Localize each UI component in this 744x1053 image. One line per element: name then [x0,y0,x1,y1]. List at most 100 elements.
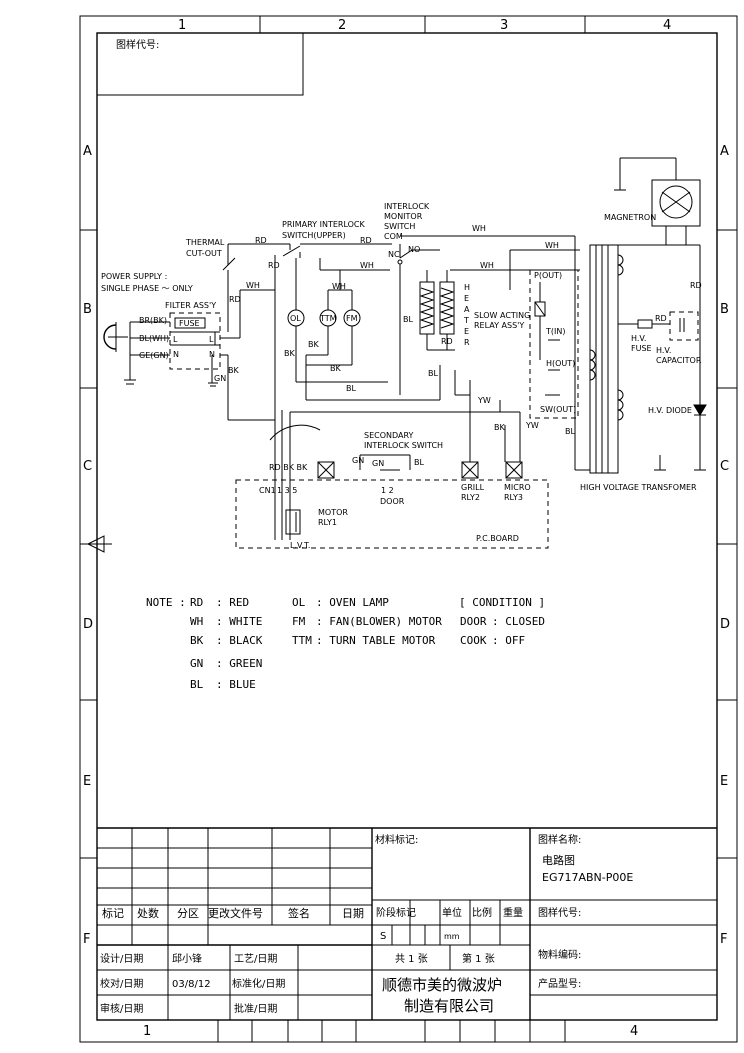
slow-relay-label-2: RELAY ASS'Y [474,321,524,330]
row-label-b-right: B [720,302,729,317]
unit-label: 单位 [442,906,462,919]
col-label-4: 4 [663,18,671,33]
heater-letter-e2: E [464,327,469,336]
col-label-2: 2 [338,18,346,33]
monitor-label-1: INTERLOCK [384,202,430,211]
material-code-label: 物料编码: [538,948,581,961]
drawing-code-label: 图样代号: [538,906,581,919]
row-label-f-right: F [720,932,727,947]
br-label: BR(BK) [139,316,167,325]
hv-cap-label-2: CAPACITOR [656,356,702,365]
wire-tag-wh-4: WH [332,282,346,291]
com-label: COM [384,232,403,241]
note-desc-gn: : GREEN [216,657,262,670]
wire-tag-wh-3: WH [360,261,374,270]
drawing-name-label: 图样名称: [538,833,581,846]
col-label-1: 1 [178,18,186,33]
wire-tag-rd-3: RD [268,261,280,270]
row-label-e: E [83,774,91,789]
standard-date-label: 标准化/日期 [232,977,285,990]
monitor-label-3: SWITCH [384,222,415,231]
row-label-a: A [83,144,92,159]
title-block [97,827,717,1020]
door-label: DOOR [380,497,405,506]
wire-tag-gn-2: GN [352,456,364,465]
secondary-interlock-switch [359,454,411,471]
col-label-3: 3 [500,18,508,33]
wire-tag-rd-2: RD [360,236,372,245]
check-date-label: 校对/日期 [100,977,143,990]
heater-letter-t: T [463,316,469,325]
p-out-label: P(OUT) [534,271,562,280]
note-code-ttm: TTM [292,634,312,647]
h-out-label: H(OUT) [546,359,575,368]
grill-relay-rly2 [461,461,479,479]
ttm-label: TTM [319,314,337,323]
wire-tag-bk-3: BK [330,364,341,373]
hv-diode [654,404,707,471]
oven-lamp [287,309,305,327]
monitor-label-2: MONITOR [384,212,423,221]
hv-fuse-label-1: H.V. [631,334,646,343]
wire-tag-bl-1: BL [346,384,356,393]
secondary-label-2: INTERLOCK SWITCH [364,441,443,450]
wire-tag-wh-5: WH [480,261,494,270]
note-desc-fm: : FAN(BLOWER) MOTOR [316,615,442,628]
note-desc-rd: : RED [216,596,249,609]
micro-relay-rly3 [505,461,523,479]
row-label-d-right: D [720,617,730,632]
heater-letter-e: E [464,294,469,303]
note-desc-bl: : BLUE [216,678,256,691]
single-phase-label: SINGLE PHASE ～ ONLY [101,284,193,293]
filter-assembly [169,312,221,370]
wire-tag-bk-2: BK [308,340,319,349]
pc-board [235,479,549,549]
wire-tag-rd-5: RD [690,281,702,290]
grill-label-1: GRILL [461,483,485,492]
primary-interlock-switch [282,243,392,258]
motor-relay-label-2: RLY1 [318,518,337,527]
note-code-wh: WH [190,615,203,628]
approve-date-label: 批准/日期 [234,1002,277,1015]
turntable-motor [319,309,337,327]
top-code-box: 图样代号: [96,32,304,96]
thermal-label-1: THERMAL [185,238,225,247]
wire-tag-rd-7: RD [655,314,667,323]
power-plug-symbol [103,321,170,385]
wire-tag-bk-5: BK [494,423,505,432]
n-label: N [173,350,179,359]
process-date-label: 工艺/日期 [234,953,277,965]
hv-fuse-label-2: FUSE [631,344,652,353]
micro-label-2: RLY3 [504,493,523,502]
lvt-label: L.V.T. [290,541,310,550]
door-pins-label: 1 2 [381,486,394,495]
fuse-label: FUSE [179,319,200,328]
wire-tag-rd-4: RD [229,295,241,304]
fan-motor [343,309,361,327]
row-label-e-right: E [720,774,728,789]
header-zone: 分区 [177,907,199,920]
company-name-line-2: 制造有限公司 [404,997,494,1015]
company-name-line-1: 顺德市美的微波炉 [382,976,502,994]
wire-tag-bl-5: BL [428,369,438,378]
hvt-label: HIGH VOLTAGE TRANSFOMER [580,483,697,492]
note-code-ol: OL [292,596,306,609]
drawing-name: 电路图 [542,854,575,867]
grill-label-2: RLY2 [461,493,480,502]
cn1-label: CN1 [259,486,276,495]
note-desc-bk: : BLACK [216,634,263,647]
wire-tag-rd-6: RD [441,337,453,346]
row-label-a-right: A [720,144,729,159]
heater-elements [419,270,455,351]
note-label: NOTE : [146,596,186,609]
micro-label-1: MICRO [504,483,531,492]
wire-tag-bk-1: BK [284,349,295,358]
interlock-monitor-switch [397,235,575,395]
row-label-f: F [83,932,90,947]
primary-interlock-label-2: SWITCH(UPPER) [282,231,346,240]
col-label-bottom-4: 4 [630,1024,638,1039]
wire-tag-bl-4: BL [565,427,575,436]
filter-label: FILTER ASS'Y [165,301,216,310]
primary-interlock-label-1: PRIMARY INTERLOCK [282,220,365,229]
ge-gn-label: GE(GN) [139,351,169,360]
